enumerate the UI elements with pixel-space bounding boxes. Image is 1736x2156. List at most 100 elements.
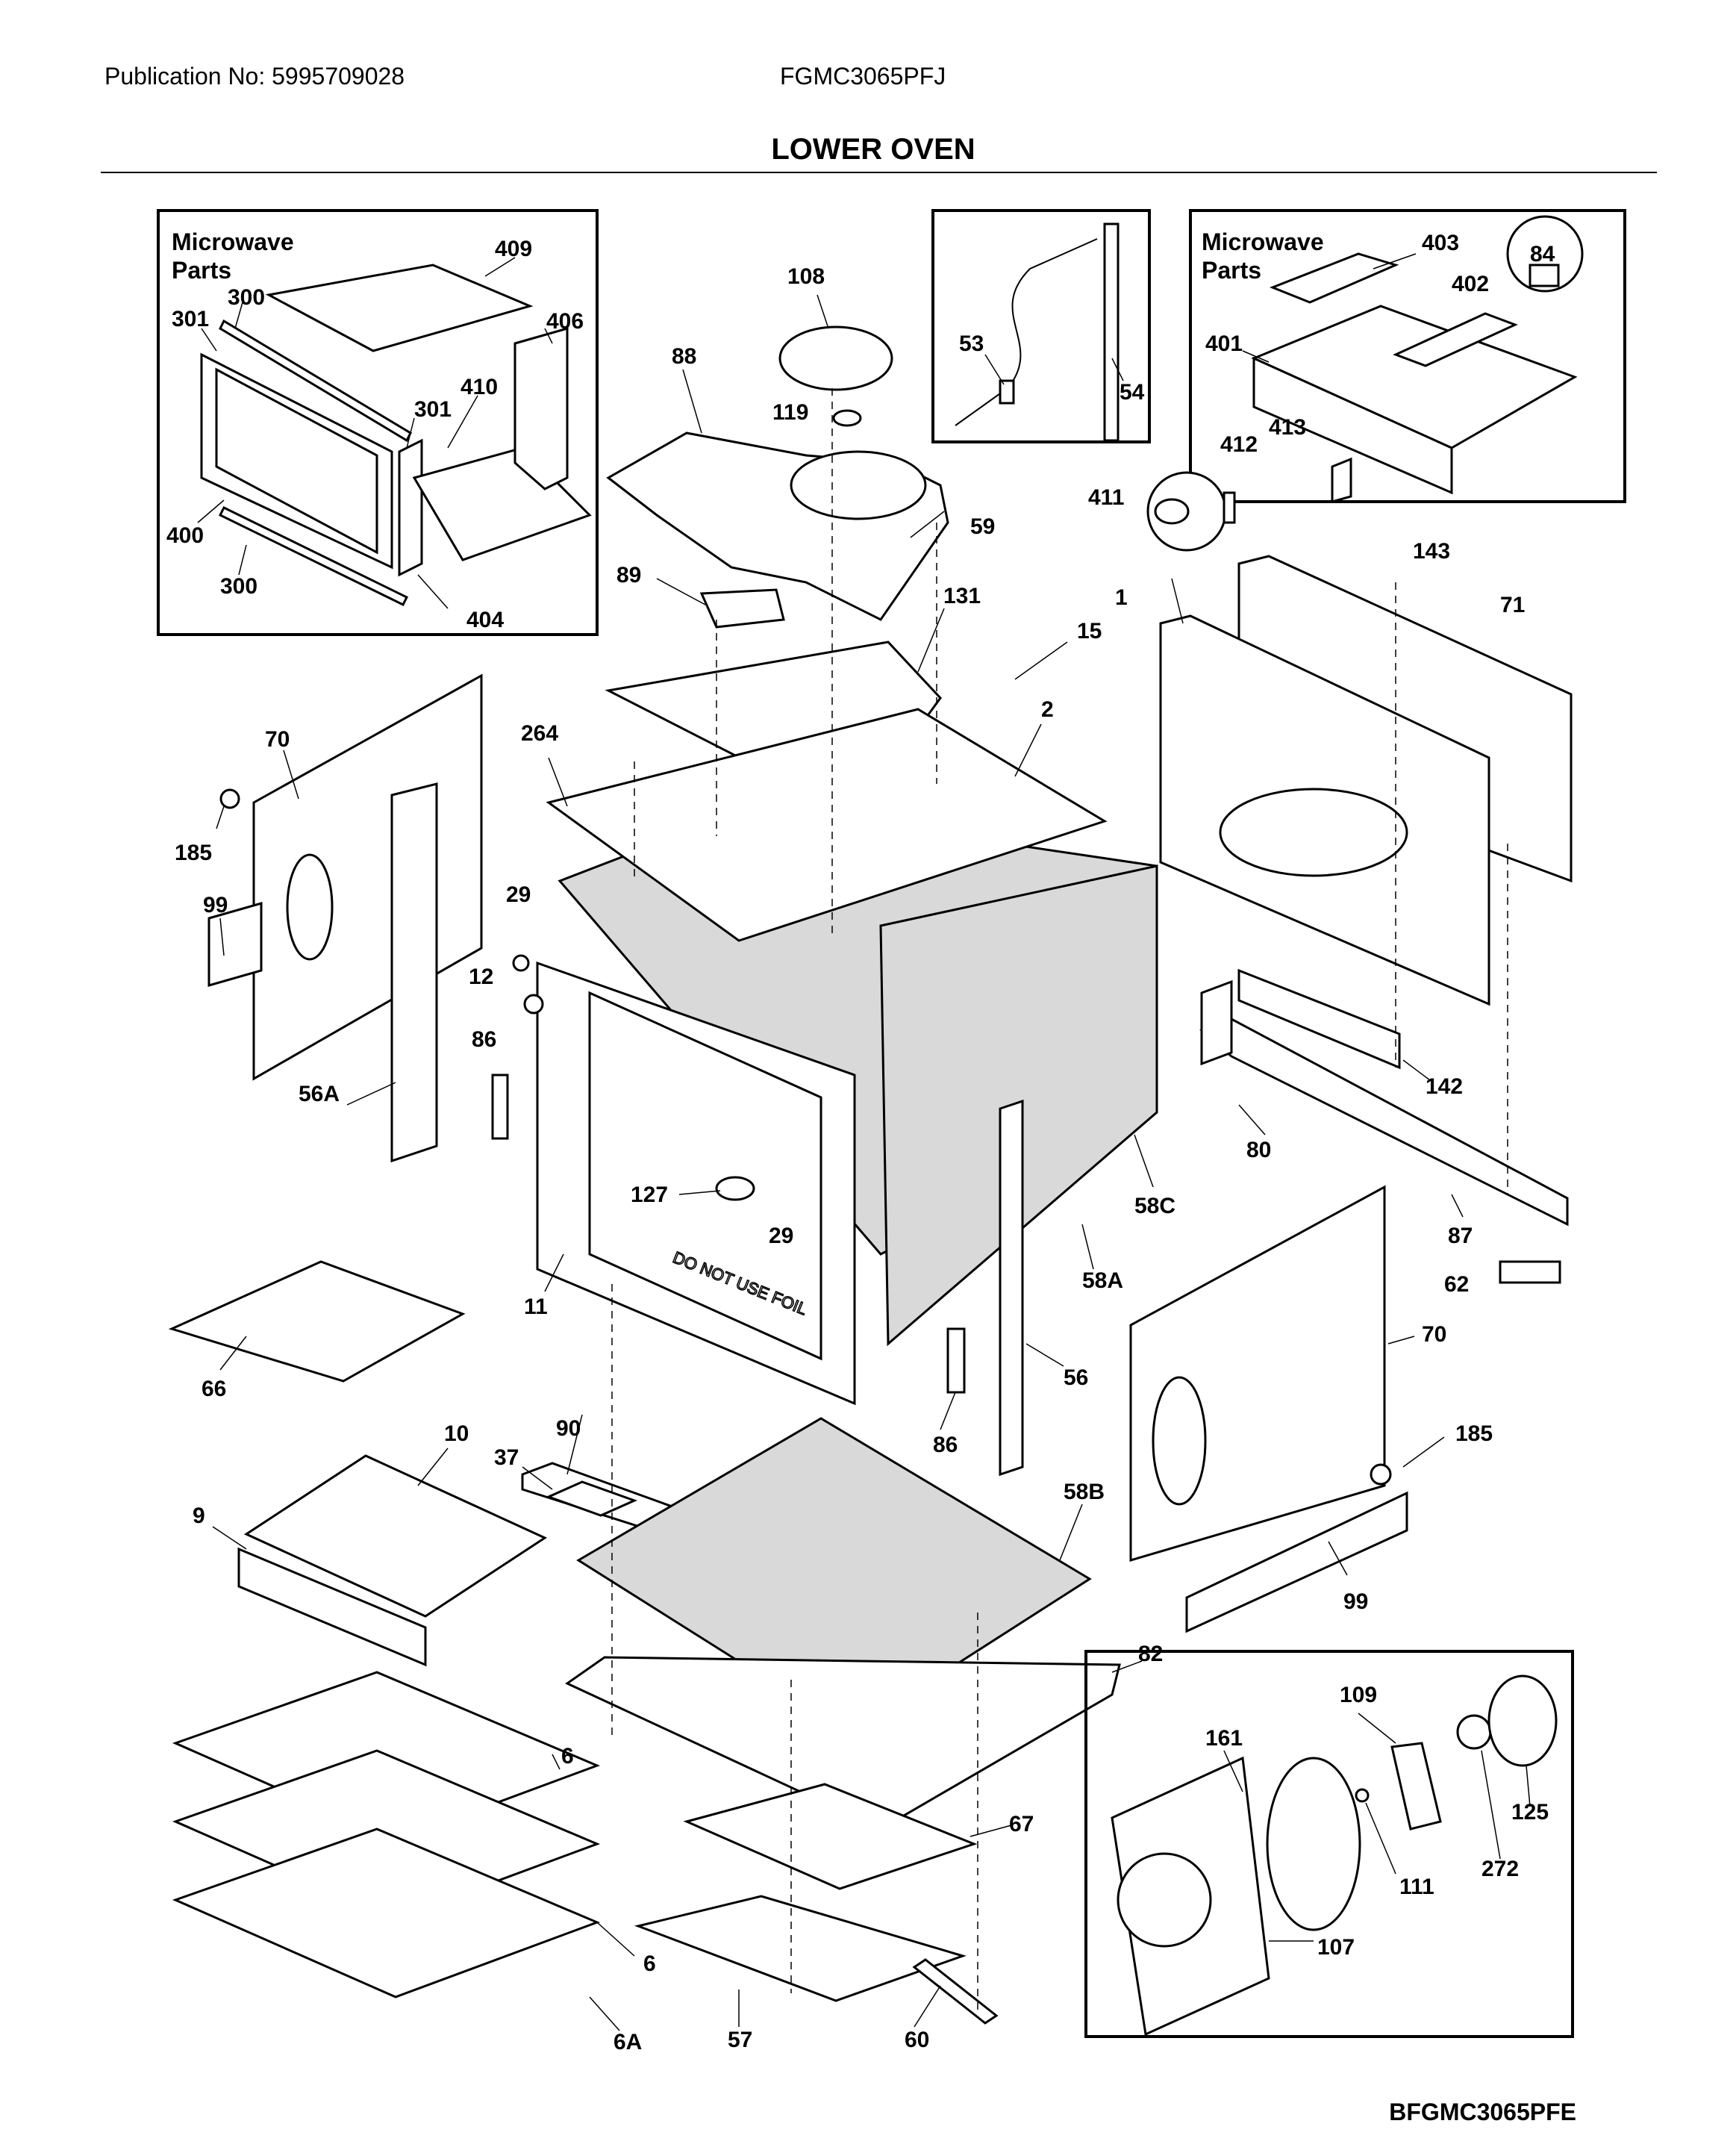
part-111-nut [1355, 1788, 1370, 1803]
label-142: 142 [1426, 1074, 1463, 1099]
label-57: 57 [728, 2028, 752, 2052]
label-87: 87 [1448, 1224, 1473, 1248]
part-127-light [715, 1176, 755, 1201]
part-300-top-rail [219, 319, 412, 443]
part-62-block [1499, 1260, 1561, 1284]
part-89-bracket [699, 588, 785, 629]
label-107: 107 [1317, 1935, 1355, 1960]
label-62: 62 [1444, 1272, 1469, 1297]
label-84: 84 [1530, 242, 1555, 267]
part-412-fuse [1223, 491, 1236, 524]
part-413-bracket [1331, 457, 1352, 503]
label-15: 15 [1077, 619, 1102, 644]
part-2-top-panel [546, 708, 1108, 942]
inset-microwave-parts-right: Microwave Parts [1146, 209, 1626, 552]
label-300-bottom: 300 [220, 574, 257, 599]
label-185-right: 185 [1455, 1421, 1493, 1446]
label-71: 71 [1500, 593, 1525, 617]
bottom-assembly [168, 1260, 1121, 2025]
label-161: 161 [1205, 1726, 1243, 1751]
label-89: 89 [616, 563, 641, 588]
label-82: 82 [1138, 1642, 1163, 1666]
label-264: 264 [521, 721, 558, 746]
section-title: LOWER OVEN [771, 133, 975, 166]
part-9-broil-pan [237, 1547, 427, 1667]
label-86-left: 86 [472, 1027, 496, 1052]
inset-convection-fan [1084, 1650, 1574, 2038]
oven-interior [588, 991, 822, 1361]
part-67-element-cover [683, 1783, 978, 1890]
part-86-hinge-right [946, 1327, 966, 1394]
part-60-strip [912, 1958, 999, 2025]
label-99-left: 99 [203, 893, 228, 917]
label-11: 11 [524, 1294, 548, 1319]
label-300-top: 300 [228, 285, 265, 310]
part-70-side-panel-right [1129, 1185, 1386, 1563]
label-67: 67 [1009, 1812, 1034, 1836]
inset-left-title-2: Parts [172, 257, 231, 284]
label-413: 413 [1269, 415, 1306, 440]
inset-right-title-2: Parts [1202, 257, 1261, 284]
label-301-left: 301 [172, 307, 209, 331]
label-53: 53 [959, 331, 984, 356]
part-402-bracket [1393, 312, 1518, 367]
label-56: 56 [1064, 1365, 1088, 1390]
part-53-probe-tip [999, 379, 1015, 405]
inset-microwave-parts-left: Microwave Parts [157, 209, 599, 636]
label-6A: 6A [613, 2030, 642, 2054]
right-side-assembly [946, 979, 1561, 1633]
label-127: 127 [631, 1183, 668, 1207]
label-29-top: 29 [506, 882, 531, 907]
label-1: 1 [1115, 585, 1128, 610]
part-300-bottom-rail [218, 505, 409, 607]
header-rule [101, 172, 1657, 173]
label-54: 54 [1120, 380, 1145, 405]
oven-cavity: DO NOT USE FOIL [536, 708, 1158, 1406]
part-125-motor [1487, 1674, 1558, 1767]
left-side-assembly [207, 673, 544, 1163]
fan-grille [1117, 1852, 1212, 1948]
part-84-callout-circle [1506, 215, 1584, 293]
label-108: 108 [787, 264, 825, 289]
label-29-bottom: 29 [769, 1224, 793, 1248]
part-409-panel [265, 264, 534, 352]
label-131: 131 [943, 584, 981, 608]
part-272-spacer [1456, 1714, 1492, 1750]
part-400-window [215, 367, 378, 555]
diagram-code: BFGMC3065PFE [1389, 2099, 1576, 2125]
label-301-right: 301 [414, 397, 452, 422]
part-406-vent [513, 327, 569, 490]
label-59: 59 [970, 514, 995, 539]
label-37: 37 [494, 1445, 519, 1470]
part-66-broil-element [168, 1260, 466, 1383]
label-58A: 58A [1082, 1268, 1123, 1293]
inset-right-title-1: Microwave [1202, 228, 1324, 255]
label-109: 109 [1340, 1683, 1377, 1707]
label-2: 2 [1041, 697, 1054, 722]
label-66: 66 [202, 1377, 226, 1401]
label-402: 402 [1452, 272, 1489, 296]
label-272: 272 [1481, 1857, 1519, 1881]
part-29-screw [512, 954, 530, 972]
label-409: 409 [495, 237, 532, 261]
label-90: 90 [556, 1416, 581, 1441]
part-99-bracket-left [207, 902, 263, 987]
blower-opening [790, 450, 927, 520]
label-80: 80 [1246, 1138, 1271, 1162]
part-57-bottom-panel [634, 1895, 967, 2002]
label-86-right: 86 [933, 1433, 958, 1457]
inset-left-title-1: Microwave [172, 228, 294, 255]
label-58C: 58C [1134, 1194, 1175, 1218]
label-58B: 58B [1064, 1480, 1105, 1504]
label-410: 410 [460, 375, 498, 399]
label-111: 111 [1399, 1875, 1434, 1899]
label-406: 406 [546, 309, 584, 334]
label-70-right: 70 [1422, 1322, 1446, 1347]
part-54-rod [1103, 222, 1120, 442]
part-403-bracket [1269, 252, 1399, 304]
label-143: 143 [1413, 539, 1450, 564]
part-108-motor [778, 325, 893, 391]
label-9: 9 [193, 1504, 205, 1528]
part-301-side [398, 438, 423, 577]
part-12-bolt [523, 994, 544, 1015]
